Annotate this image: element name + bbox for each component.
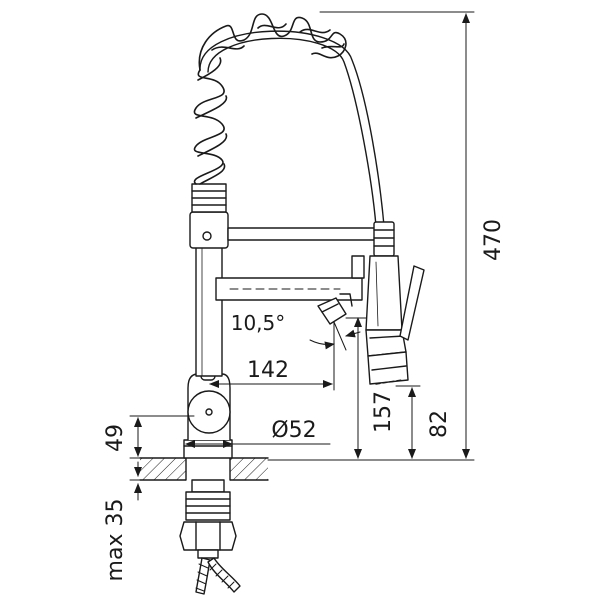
- dim-spout-angle: [309, 321, 361, 353]
- label-handspray-height: 82: [427, 410, 452, 438]
- dim-spout-reach: [209, 329, 335, 391]
- dim-handspray-height: [395, 385, 421, 459]
- label-overall-height: 470: [481, 219, 506, 261]
- dim-mount-thickness: [129, 461, 142, 501]
- label-base-diameter: Ø52: [271, 418, 316, 443]
- supply-hoses: [195, 557, 241, 595]
- label-mount-thickness: max 35: [103, 499, 128, 582]
- dim-outlet-height: [345, 317, 367, 459]
- countertop: [139, 457, 269, 481]
- label-outlet-height: 157: [371, 391, 396, 433]
- handspray: [365, 221, 425, 385]
- spring-coil: [193, 13, 347, 185]
- label-spout-angle: 10,5°: [231, 311, 286, 335]
- label-base-height: 49: [103, 424, 128, 452]
- faucet-base: [183, 373, 233, 459]
- dim-base-height: [129, 415, 195, 459]
- dim-overall-height: [267, 11, 475, 461]
- flexible-hose: [199, 30, 385, 227]
- label-spout-reach: 142: [247, 358, 289, 383]
- vertical-column: [189, 183, 229, 377]
- swivel-spout: [215, 255, 365, 325]
- holder-arm: [227, 227, 377, 241]
- mounting-shank: [179, 479, 237, 559]
